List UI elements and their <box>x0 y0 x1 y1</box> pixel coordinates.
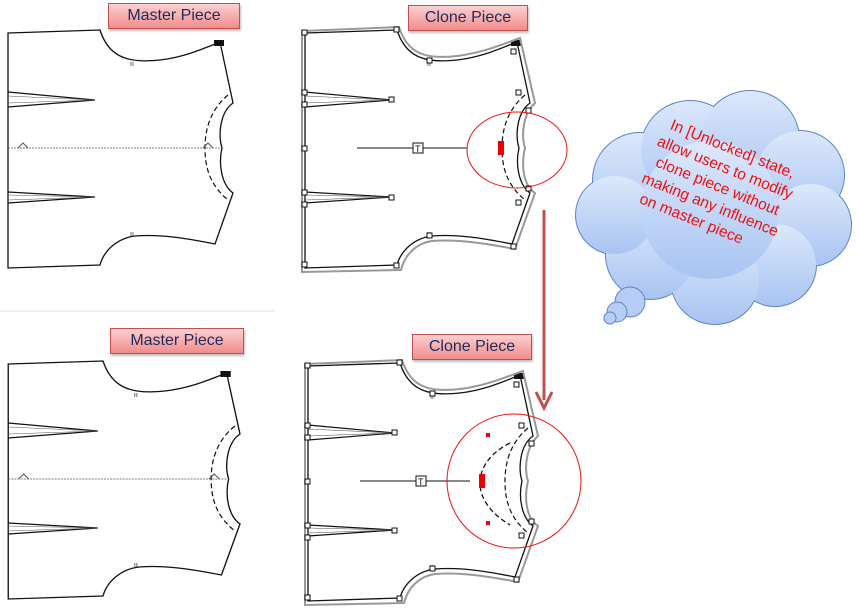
top-highlight-circle <box>466 111 568 189</box>
top-master-piece <box>7 29 234 269</box>
bottom-clone-label: Clone Piece <box>412 334 532 360</box>
bottom-highlight-circle <box>446 413 582 549</box>
down-arrow <box>534 210 554 412</box>
top-clone-piece <box>301 26 536 273</box>
bottom-master-piece <box>7 360 241 600</box>
thought-cloud: In [Unlocked] state, allow users to modi… <box>575 90 852 325</box>
top-clone-label: Clone Piece <box>408 5 528 31</box>
bottom-clone-piece <box>304 359 539 606</box>
top-master-label: Master Piece <box>108 3 240 29</box>
bottom-master-label: Master Piece <box>110 328 244 354</box>
